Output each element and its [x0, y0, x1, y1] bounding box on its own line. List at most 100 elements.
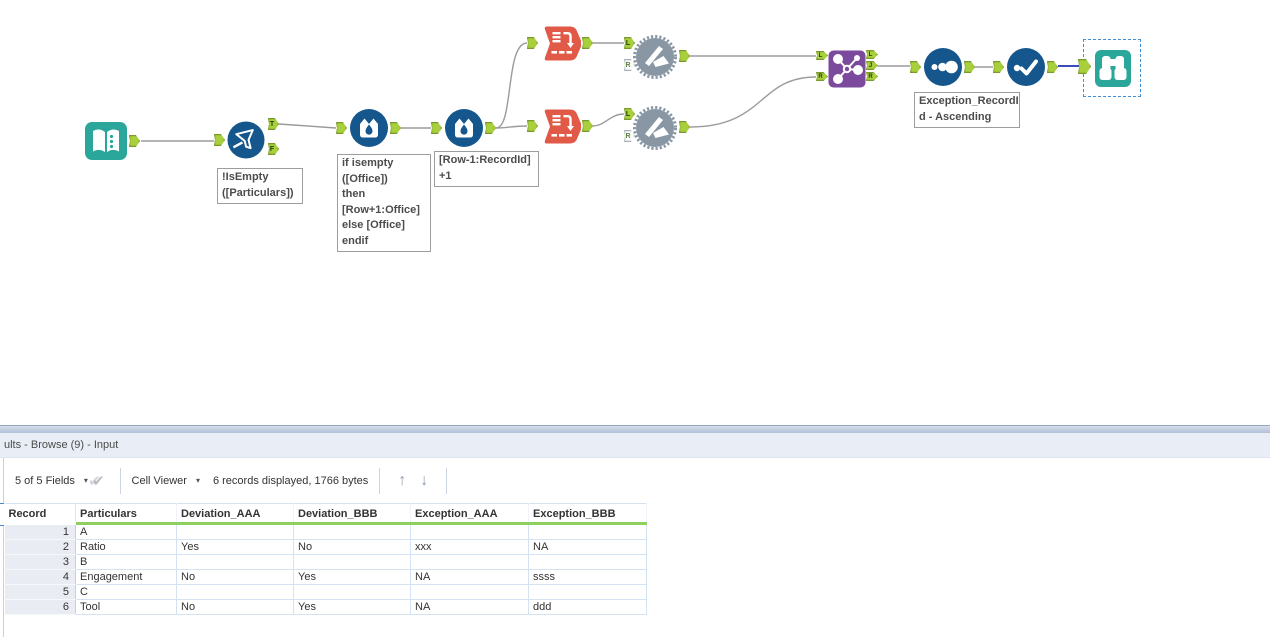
- left-input-anchor[interactable]: L: [624, 37, 635, 49]
- connection-crosstab-rename-bottom[interactable]: [592, 113, 625, 127]
- tool-cross-tab-top[interactable]: [527, 25, 593, 62]
- tool-multi-row-formula-1[interactable]: [336, 108, 401, 148]
- cell[interactable]: [410, 554, 529, 570]
- cell[interactable]: [293, 554, 411, 570]
- false-output-anchor[interactable]: F: [268, 143, 279, 155]
- cell[interactable]: Tool: [75, 599, 177, 615]
- right-input-anchor[interactable]: R: [816, 72, 828, 81]
- cell[interactable]: Yes: [293, 569, 411, 585]
- row-number[interactable]: 5: [4, 584, 76, 600]
- cell[interactable]: [528, 523, 647, 540]
- cell[interactable]: NA: [410, 599, 529, 615]
- apply-check-icon[interactable]: ✔: [91, 472, 105, 490]
- cell[interactable]: Yes: [176, 539, 294, 555]
- output-anchor[interactable]: [679, 121, 690, 133]
- output-anchor[interactable]: [129, 135, 140, 147]
- row-number[interactable]: 2: [4, 539, 76, 555]
- row-number[interactable]: 4: [4, 569, 76, 585]
- tool-multi-row-formula-2[interactable]: [431, 108, 496, 148]
- row-number[interactable]: 3: [4, 554, 76, 570]
- input-anchor[interactable]: [527, 120, 538, 132]
- left-input-anchor[interactable]: L: [816, 51, 828, 60]
- scroll-down-button[interactable]: ↓: [420, 471, 429, 489]
- output-anchor[interactable]: [485, 122, 496, 134]
- cell[interactable]: [410, 523, 529, 540]
- tool-dynamic-rename-bottom[interactable]: L R: [624, 105, 690, 151]
- tool-browse[interactable]: [1094, 49, 1132, 88]
- input-anchor[interactable]: [214, 134, 225, 146]
- cell[interactable]: No: [176, 569, 294, 585]
- row-number[interactable]: 6: [4, 599, 76, 615]
- panel-top-edge[interactable]: [0, 425, 1270, 433]
- cell[interactable]: Yes: [293, 599, 411, 615]
- input-anchor[interactable]: [431, 122, 442, 134]
- cell[interactable]: A: [75, 523, 177, 540]
- connection-formula2-crosstab-top[interactable]: [495, 42, 528, 129]
- cell[interactable]: [293, 584, 411, 600]
- column-header-deviation-aaa[interactable]: Deviation_AAA: [176, 503, 294, 525]
- fields-dropdown[interactable]: 5 of 5 Fields ▾: [15, 475, 88, 487]
- formula1-annotation[interactable]: if isempty ([Office]) then [Row+1:Office…: [337, 154, 431, 252]
- output-anchor[interactable]: [1047, 61, 1058, 73]
- input-anchor[interactable]: [1078, 59, 1091, 74]
- input-anchor[interactable]: [993, 61, 1004, 73]
- column-header-exception-aaa[interactable]: Exception_AAA: [410, 503, 529, 525]
- cell[interactable]: ddd: [528, 599, 647, 615]
- cell[interactable]: C: [75, 584, 177, 600]
- cell[interactable]: B: [75, 554, 177, 570]
- sort-annotation[interactable]: Exception_RecordI d - Ascending: [914, 92, 1020, 128]
- scroll-up-button[interactable]: ↑: [398, 471, 407, 489]
- cell[interactable]: xxx: [410, 539, 529, 555]
- input-anchor[interactable]: [527, 37, 538, 49]
- column-header-particulars[interactable]: Particulars: [75, 503, 177, 525]
- right-input-anchor[interactable]: R: [624, 130, 635, 142]
- table-row: 1 A: [4, 523, 647, 540]
- cell[interactable]: Ratio: [75, 539, 177, 555]
- output-anchor[interactable]: [964, 61, 975, 73]
- cell[interactable]: [176, 554, 294, 570]
- true-output-anchor[interactable]: T: [268, 118, 279, 130]
- connection-formula2-crosstab-bottom[interactable]: [495, 125, 528, 129]
- tool-filter[interactable]: T F: [214, 118, 279, 159]
- cell[interactable]: [410, 584, 529, 600]
- column-header-record[interactable]: Record: [4, 503, 76, 525]
- cell[interactable]: [528, 584, 647, 600]
- cell[interactable]: NA: [410, 569, 529, 585]
- formula2-annotation[interactable]: [Row-1:RecordId] +1: [434, 151, 539, 187]
- cell[interactable]: [293, 523, 411, 540]
- tool-join[interactable]: L R L J R: [816, 50, 878, 88]
- column-header-deviation-bbb[interactable]: Deviation_BBB: [293, 503, 411, 525]
- filter-annotation[interactable]: !IsEmpty ([Particulars]): [217, 168, 303, 204]
- cell[interactable]: Engagement: [75, 569, 177, 585]
- output-anchor[interactable]: [582, 37, 593, 49]
- tool-dynamic-rename-top[interactable]: L R: [624, 34, 690, 80]
- cell[interactable]: [528, 554, 647, 570]
- tool-unique[interactable]: [993, 47, 1058, 87]
- right-input-anchor[interactable]: R: [624, 59, 635, 71]
- cell[interactable]: NA: [528, 539, 647, 555]
- output-anchor[interactable]: [390, 122, 401, 134]
- column-header-exception-bbb[interactable]: Exception_BBB: [528, 503, 647, 525]
- input-anchor[interactable]: [910, 61, 921, 73]
- tool-input-data[interactable]: [84, 121, 140, 161]
- table-row: 4 Engagement No Yes NA ssss: [4, 569, 647, 585]
- connection-filter-formula1[interactable]: [278, 123, 337, 129]
- cell-viewer-dropdown[interactable]: Cell Viewer ▾: [132, 475, 200, 487]
- cell[interactable]: [176, 523, 294, 540]
- join-output-anchor[interactable]: J: [866, 61, 878, 70]
- cell[interactable]: ssss: [528, 569, 647, 585]
- workflow-canvas[interactable]: T F !IsEmpty ([Particulars]) if isempty …: [0, 0, 1270, 425]
- cell[interactable]: [176, 584, 294, 600]
- tool-sort[interactable]: [910, 47, 975, 87]
- output-anchor[interactable]: [679, 50, 690, 62]
- row-number[interactable]: 1: [4, 523, 76, 540]
- connection-rename-join-bottom[interactable]: [689, 76, 817, 128]
- tool-cross-tab-bottom[interactable]: [527, 108, 593, 145]
- left-input-anchor[interactable]: L: [624, 108, 635, 120]
- right-output-anchor[interactable]: R: [866, 72, 878, 81]
- output-anchor[interactable]: [582, 120, 593, 132]
- left-output-anchor[interactable]: L: [866, 50, 878, 59]
- cell[interactable]: No: [293, 539, 411, 555]
- cell[interactable]: No: [176, 599, 294, 615]
- input-anchor[interactable]: [336, 122, 347, 134]
